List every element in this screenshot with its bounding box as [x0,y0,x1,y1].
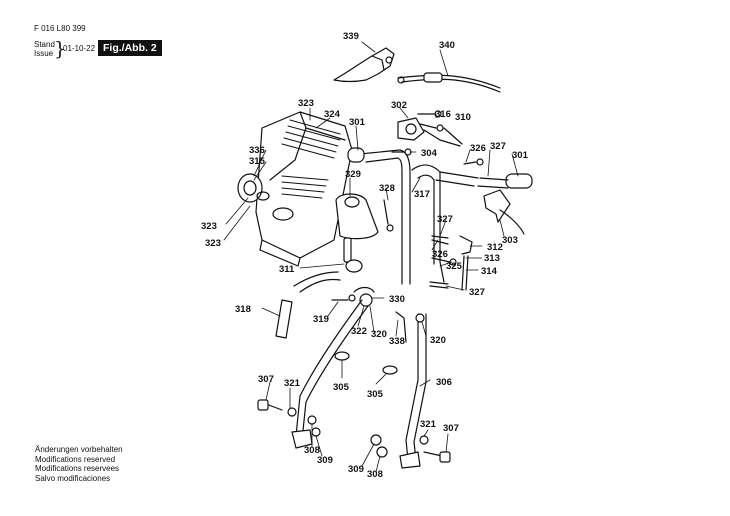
brace-glyph: } [54,38,67,60]
part-label: 323 [201,221,217,232]
part-label: 304 [421,148,438,159]
grass-box-cover-323 [255,111,353,259]
part-label: 338 [389,336,405,347]
part-label: 325 [446,261,463,272]
part-label: 305 [367,389,384,400]
bowden-cable-340 [397,74,501,89]
part-label: 330 [389,294,405,305]
doc-number: F 016 L80 399 [34,24,86,33]
part-label: 316 [435,109,451,120]
part-label: 308 [367,469,383,480]
figure-label: Fig./Abb. 2 [98,40,162,56]
part-label: 301 [349,117,366,128]
tube-318 [275,299,293,339]
part-label: 318 [235,304,251,315]
part-label: 302 [391,100,407,111]
wheel-336 [237,173,263,203]
issue-date: 01-10-22 [63,44,96,53]
part-label: 311 [279,264,295,275]
lower-handle-right [405,313,419,461]
modification-notes: Änderungen vorbehalten Modifications res… [35,445,123,483]
part-label: 303 [502,235,518,246]
part-label: 326 [470,143,486,154]
part-label: 323 [298,98,314,109]
part-label: 328 [379,183,395,194]
part-label: 340 [439,40,455,51]
part-label: 315 [249,156,266,167]
part-label: 326 [432,249,448,260]
part-label: 320 [371,329,387,340]
upper-handle-317 [359,149,411,285]
part-label: 324 [324,109,341,120]
part-label: 327 [490,141,506,152]
lower-handle-left [295,299,363,437]
lever-303 [483,189,511,223]
part-label: 336 [249,145,265,156]
part-label: 321 [420,419,437,430]
part-label: 317 [414,189,430,200]
part-label: 322 [351,326,367,337]
part-label: 314 [481,266,498,277]
note-line: Änderungen vorbehalten [35,445,123,454]
note-line: Modifications reserved [35,454,116,464]
part-label: 323 [205,238,221,249]
note-line: Modifications reservees [35,464,120,474]
part-label: 301 [512,150,529,161]
knob-329 [335,193,379,240]
part-label: 329 [345,169,361,180]
part-label: 320 [430,335,446,346]
lever-339 [333,47,395,83]
part-label: 306 [436,377,452,388]
handle-grip-301 [347,147,365,163]
part-label: 319 [313,314,329,325]
part-label: 312 [487,242,503,253]
part-label: 327 [469,287,485,298]
part-label: 327 [437,214,453,225]
part-label: 309 [348,464,364,475]
part-label: 313 [484,253,500,264]
switch-302 [397,117,425,141]
lock-311 [343,237,352,263]
part-label: 307 [443,423,459,434]
part-label: 308 [304,445,320,456]
part-label: 339 [343,31,359,42]
part-label: 305 [333,382,350,393]
stand-label: Stand [34,40,55,49]
part-label: 310 [455,112,471,123]
note-line: Salvo modificaciones [35,473,111,483]
issue-label: Issue [34,49,54,58]
part-label: 309 [317,455,333,466]
part-label: 307 [258,374,274,385]
part-label: 321 [284,378,301,389]
